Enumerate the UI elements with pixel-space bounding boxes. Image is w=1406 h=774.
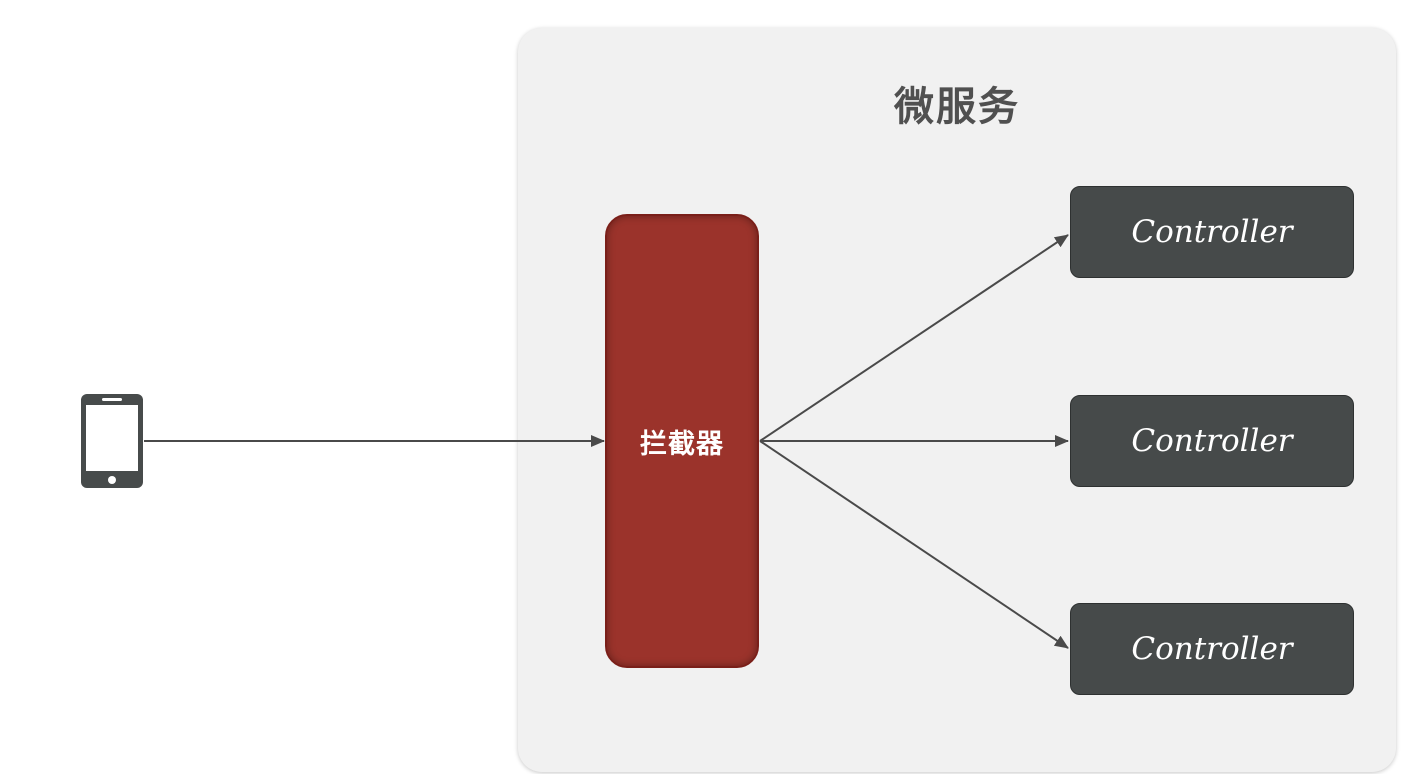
controller-label-2: Controller: [1131, 423, 1293, 459]
controller-label-1: Controller: [1131, 214, 1293, 250]
controller-label-3: Controller: [1131, 631, 1293, 667]
mobile-phone-icon: [80, 393, 144, 489]
controller-box-1: Controller: [1070, 186, 1354, 278]
interceptor-box: 拦截器: [605, 214, 759, 668]
controller-box-2: Controller: [1070, 395, 1354, 487]
interceptor-label: 拦截器: [640, 428, 724, 460]
controller-box-3: Controller: [1070, 603, 1354, 695]
microservice-title: 微服务: [894, 84, 1020, 130]
